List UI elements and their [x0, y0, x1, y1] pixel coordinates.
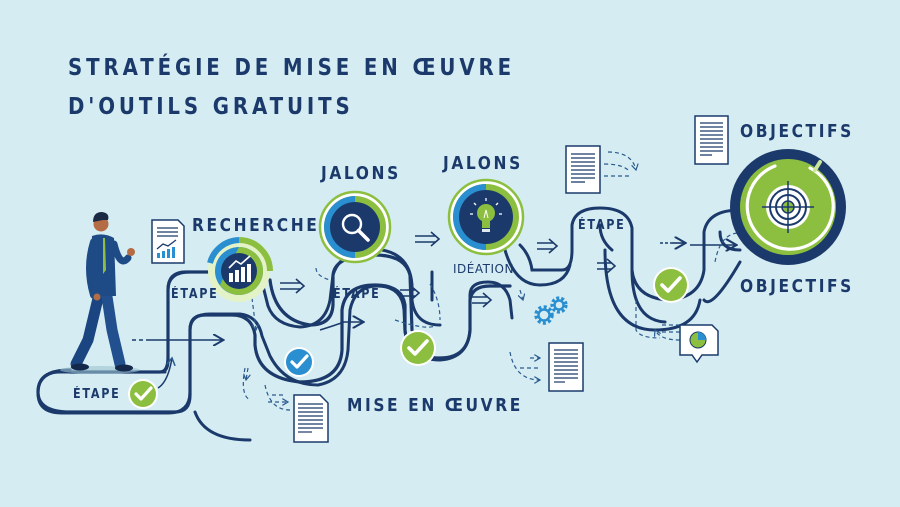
- objectifs-top-label: OBJECTIFS: [740, 121, 854, 142]
- etape-label-4: ÉTAPE: [578, 218, 626, 233]
- jalons-magnifier-milestone: [318, 190, 392, 264]
- etape-label-2: ÉTAPE: [171, 287, 219, 302]
- recherche-milestone: [207, 237, 273, 302]
- title-line-2: D'OUTILS GRATUITS: [68, 94, 354, 120]
- title-line-1: STRATÉGIE DE MISE EN ŒUVRE: [68, 55, 516, 81]
- jalons-label-2: JALONS: [443, 153, 523, 174]
- check-green-3-icon: [653, 267, 689, 303]
- recherche-label: RECHERCHE: [192, 215, 320, 236]
- flow-arrows: [280, 231, 735, 331]
- etape-label-3: ÉTAPE: [333, 287, 381, 302]
- ideation-label: IDÉATION: [453, 262, 514, 276]
- gears-icon: [534, 296, 568, 325]
- check-icons: [128, 267, 689, 409]
- etape-start-label: ÉTAPE: [73, 387, 121, 402]
- businessman-figure: [70, 212, 135, 372]
- check-green-2-icon: [400, 330, 436, 366]
- jalons-lightbulb-milestone: [447, 178, 525, 256]
- document-icons: [151, 115, 729, 443]
- check-blue-icon: [284, 347, 314, 377]
- jalons-label-1: JALONS: [321, 163, 401, 184]
- objectifs-bottom-label: OBJECTIFS: [740, 276, 854, 297]
- mise-en-oeuvre-label: MISE EN ŒUVRE: [347, 395, 523, 416]
- check-start-icon: [128, 379, 158, 409]
- objectifs-target-milestone: [730, 149, 846, 265]
